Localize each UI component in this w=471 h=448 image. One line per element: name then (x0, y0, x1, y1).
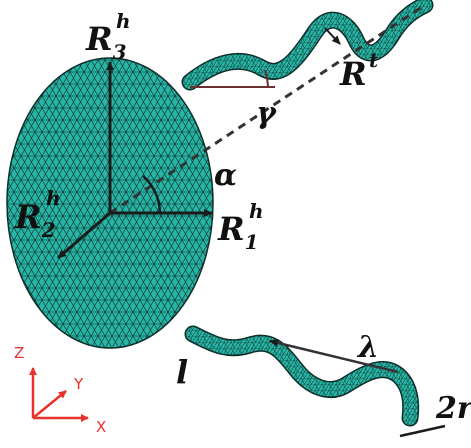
triad-x-label: X (96, 418, 106, 436)
r2-label: R2 (14, 198, 56, 242)
two-r-label: 2r (435, 391, 471, 426)
lambda-arrow (269, 338, 399, 374)
rt-label: R (339, 55, 367, 93)
r2-axis-arrow (57, 211, 111, 260)
upper-flagellum-fill (183, 0, 432, 89)
triad-y-axis (32, 390, 67, 419)
triad-y-label: Y (73, 375, 84, 393)
triad-z-label: Z (14, 344, 24, 362)
r3-label: R3 (85, 20, 127, 64)
length-label: l (176, 353, 188, 391)
r1-superscript: h (249, 199, 264, 223)
gamma-arc (264, 69, 269, 88)
r2-superscript: h (46, 186, 61, 210)
xyz-triad: Z Y X (14, 344, 106, 436)
alpha-arc (142, 175, 162, 214)
alpha-label: α (214, 158, 237, 193)
rt-superscript: t (369, 48, 379, 72)
r3-superscript: h (116, 9, 131, 33)
two-r-marker (399, 424, 446, 438)
tail-axis-dashed (109, 3, 426, 215)
rt-arrow (324, 27, 341, 45)
gamma-label: γ (256, 96, 277, 131)
lambda-label: λ (356, 330, 379, 365)
lower-flagellum-fill (186, 327, 418, 425)
r1-label: R1 (217, 210, 259, 254)
